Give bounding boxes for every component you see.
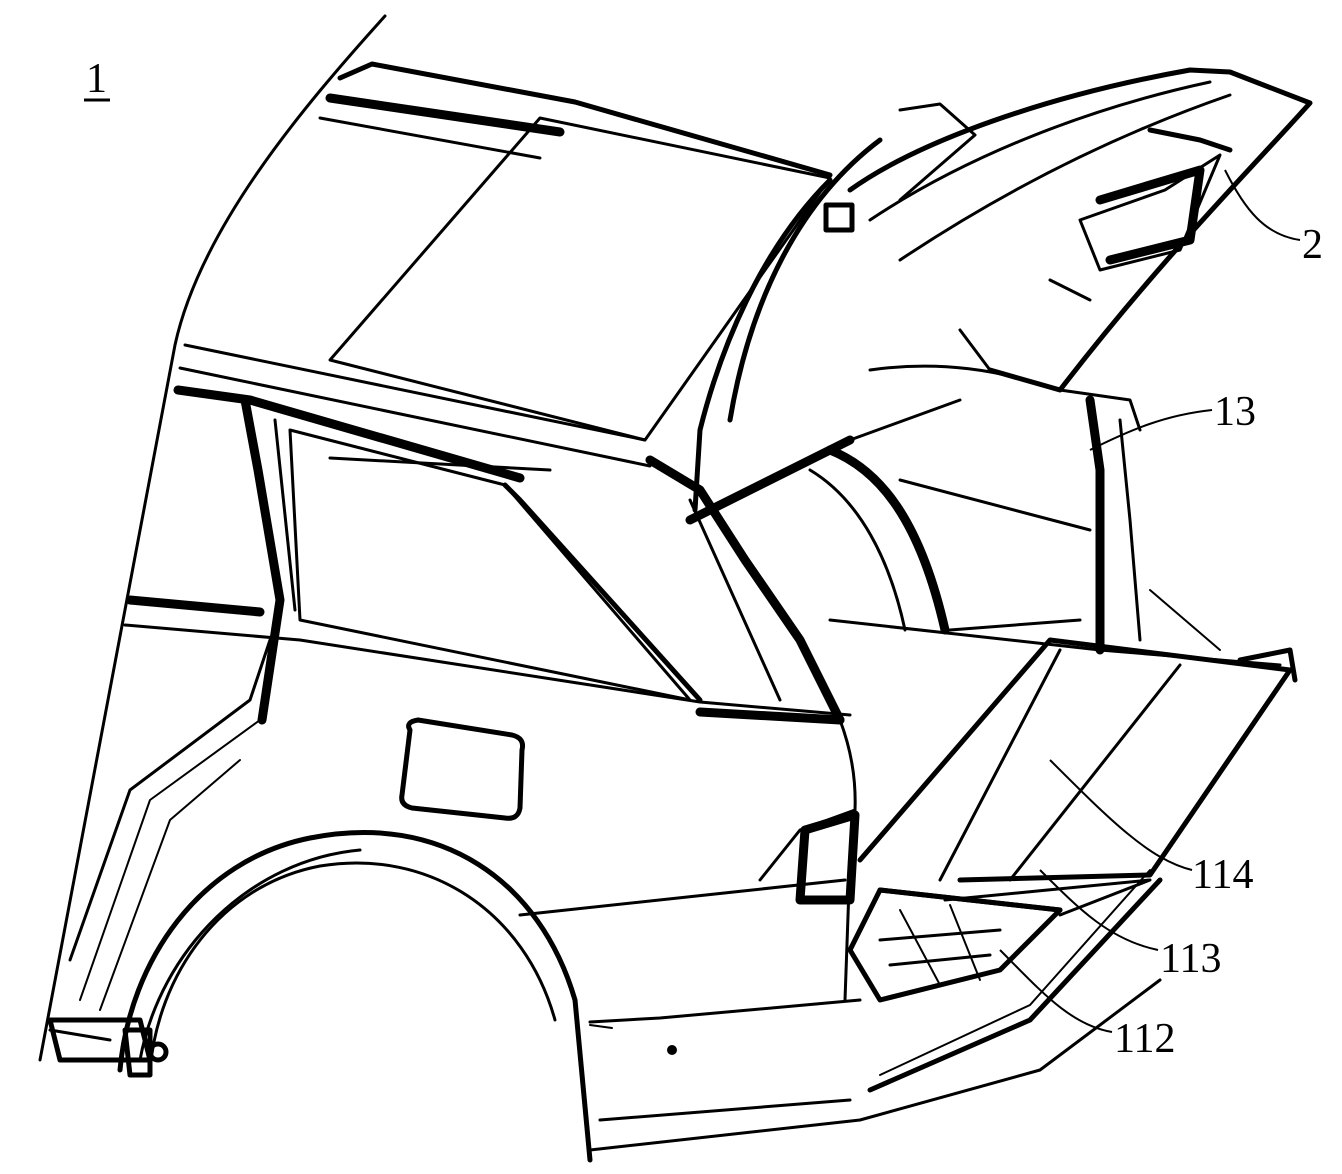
tailgate-lower-edge [868,364,1062,392]
inner-panel-c [99,759,241,1011]
figure-number: 1 [86,56,107,102]
belt-line [123,623,852,717]
frame-right-pillar-inner [1118,418,1142,642]
tailgate-handle [1095,165,1205,265]
tailgate-inner-top [868,80,1212,222]
leader-112 [999,949,1113,1033]
taillight [795,810,860,905]
body-mark-line [589,1024,613,1029]
tailgate-rib [1048,278,1092,302]
belt-line-rear [695,707,845,725]
leader-lines [999,169,1301,1033]
belt-line-dark [125,595,265,617]
hinge-top-bracket [898,102,977,202]
tray-rib-c [899,909,941,986]
inner-panel-b [79,719,261,1001]
side-rail-line [328,456,552,472]
d-pillar [645,455,845,725]
floor-tray [847,887,1063,1003]
label-panel-upper: 114 [1192,852,1253,898]
bumper-strip-inner [879,869,1151,1076]
bumper-lower [598,1098,852,1122]
gas-strut [685,435,855,525]
quarter-window-trim [502,482,703,703]
c-pillar-front [240,395,285,725]
leader-13 [1089,409,1213,451]
frame-cross [898,478,1092,532]
gas-strut-rod [848,398,962,442]
tail-panel-edge [518,878,847,917]
body-mark [667,1045,677,1055]
tailgate [847,67,1313,393]
lower-sill [588,978,1162,1152]
tailgate-outer [847,67,1313,393]
bumper-strip [867,877,1163,1093]
wheel-arch-inner [148,861,557,1072]
frame-right-pillar [1085,395,1105,655]
frame-strut [1149,589,1221,651]
tray-rib-a [878,928,1002,942]
label-floor-tray: 112 [1114,1016,1175,1062]
bumper-edge [588,998,862,1024]
bracket-bolt [122,1027,153,1078]
tailgate-side [958,328,992,372]
hinge-arm-left [692,177,833,513]
rear-bracket [47,1017,153,1063]
rocker-line [48,1028,112,1042]
tray-outline [847,887,1063,1003]
roof-rear-edge [183,343,647,442]
wheel-arch-outer [117,830,593,1163]
bracket-bolt-head [147,1041,169,1063]
label-panel-lower: 113 [1160,936,1221,982]
frame-floor-edge [948,618,1082,632]
leader-2 [1224,169,1301,241]
frame-arch [825,445,950,635]
leader-114 [1049,759,1193,871]
frame-right-top [1058,388,1142,432]
inner-panel-a [68,638,272,962]
hinge-mount [823,202,855,233]
side-rail-dark [173,385,525,483]
label-hinge-frame: 13 [1214,389,1256,435]
frame-corner [1237,647,1298,683]
rear-window-top [178,366,652,468]
tailgate-inner-mid [898,93,1232,262]
tailgate-plate-area [1078,153,1222,272]
hinge-arm-left-inner [727,137,883,423]
fuel-door [399,717,525,821]
hinge-arms [685,102,977,525]
tailgate-badge [1147,127,1233,153]
body-outer-edge [38,14,387,1062]
frame-arch-inner [808,468,907,632]
d-pillar-inner [688,498,782,702]
panel-divider-a [938,648,1062,882]
tray-rib-b [888,953,992,967]
car-body [38,14,1163,1163]
roof-inner-line [318,116,542,160]
hinge-frame [808,388,1298,683]
label-tailgate: 2 [1302,222,1323,268]
roof-front-edge [337,61,833,178]
panel-upper [857,637,1293,883]
panel-lower [943,878,1152,917]
tray-rib-d [949,904,981,981]
c-pillar-inner [273,418,297,612]
wheel-arch-lip [138,848,362,1062]
leader-113 [1039,869,1159,951]
panel-divider-b [1008,663,1182,882]
roof-dark-band [325,93,565,137]
